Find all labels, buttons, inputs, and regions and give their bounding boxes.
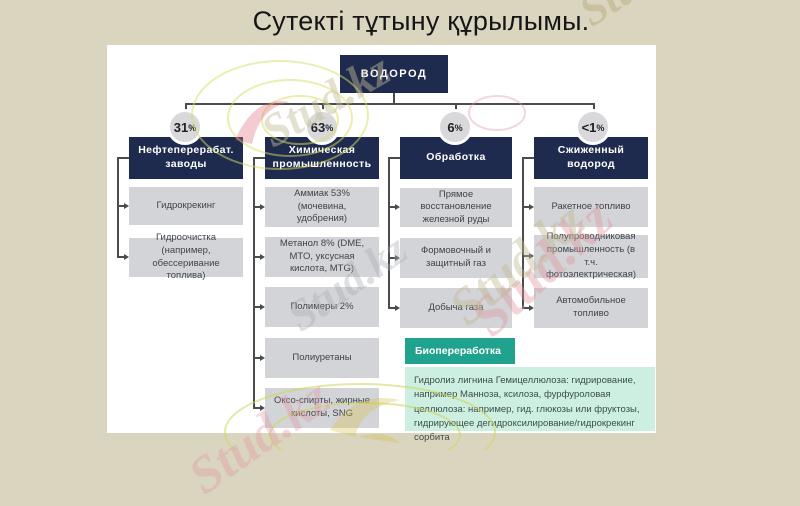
connector-line [253,206,261,208]
percent-badge-processing: 6% [437,109,473,145]
item-rocket-fuel: Ракетное топливо [534,187,648,227]
arrow-icon [260,303,265,310]
column-header-liquefied: Сжиженный водород [534,137,648,179]
arrow-icon [395,254,400,261]
connector-line [522,307,530,309]
connector-line [522,157,535,159]
connector-line [253,157,255,409]
page-title: Сутекті тұтыну құрылымы. [252,6,590,36]
arrow-icon [260,203,265,210]
connector-line [522,255,530,257]
connector-line [117,205,125,207]
item-forming-protective-gas: Формовочный и защитный газ [400,238,512,278]
percent-sign: % [325,123,334,133]
connector-line [522,157,524,309]
item-hydrocracking: Гидрокрекинг [129,187,243,225]
connector-line [522,206,530,208]
arrow-icon [529,203,534,210]
connector-line [388,206,396,208]
item-gas-extraction: Добыча газа [400,288,512,328]
item-automotive-fuel: Автомобильное топливо [534,288,648,328]
arrow-icon [529,304,534,311]
percent-sign: % [596,123,605,133]
connector-line [393,93,395,103]
item-methanol: Метанол 8% (DME, MTO, уксусная кислота, … [265,237,379,277]
percent-sign: % [188,123,197,133]
percent-value: <1 [581,119,597,135]
arrow-icon [395,304,400,311]
arrow-icon [124,253,129,260]
arrow-icon [529,252,534,259]
connector-line [253,306,261,308]
connector-line [388,257,396,259]
percent-badge-liquefied: <1% [575,109,611,145]
arrow-icon [124,202,129,209]
percent-badge-refineries: 31% [167,109,203,145]
root-node-label: ВОДОРОД [360,68,428,80]
connector-line [388,157,390,309]
connector-line [117,157,130,159]
item-ammonia: Аммиак 53% (мочевина, удобрения) [265,187,379,227]
percent-value: 6 [447,119,455,135]
connector-line [253,256,261,258]
percent-sign: % [454,123,463,133]
item-direct-reduction-iron-ore: Прямое восстановление железной руды [400,188,512,227]
percent-value: 31 [173,119,189,135]
item-semiconductor-industry: Полупроводниковая промышленность (в т.ч.… [534,231,648,280]
root-node-hydrogen: ВОДОРОД [340,55,448,93]
diagram-canvas: ВОДОРОД 31% 63% 6% <1% Нефтеперерабат. з… [107,45,656,443]
item-hydrotreating: Гидроочистка (например, обессеривание то… [129,232,243,281]
percent-value: 63 [310,119,326,135]
connector-line [388,307,396,309]
connector-line [253,357,261,359]
connector-line [117,157,119,258]
arrow-icon [395,203,400,210]
connector-line [185,103,595,105]
bioprocessing-header: Биопереработка [405,338,515,364]
connector-line [117,256,125,258]
arrow-icon [260,354,265,361]
percent-badge-chemical: 63% [304,109,340,145]
arrow-icon [260,253,265,260]
item-polymers: Полимеры 2% [265,287,379,327]
item-oxo-alcohols: Оксо-спирты, жирные кислоты, SNG [265,388,379,428]
bioprocessing-description: Гидролиз лигнина Гемицеллюлоза: гидриров… [405,367,655,443]
item-polyurethanes: Полиуретаны [265,338,379,378]
connector-line [388,157,401,159]
